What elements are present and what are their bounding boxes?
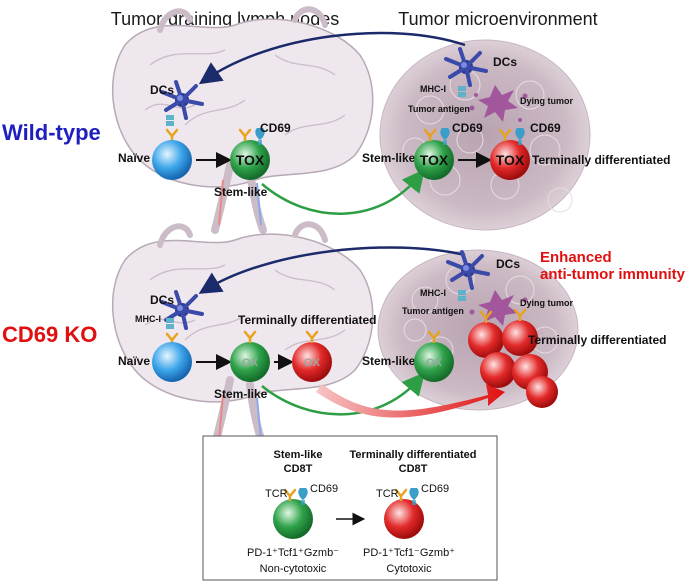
label-cd69-terminal-tumor-wildtype: CD69 — [530, 121, 561, 135]
tox-label-lymph-wildtype: TOX — [236, 152, 265, 168]
label-mhc-tumor-wildtype: MHC-I — [420, 84, 446, 94]
stem-cell-tumor-wildtype — [414, 140, 454, 180]
tox-faded-stem-lymph-ko: OX — [242, 357, 259, 369]
legend-tcr-label-left: TCR — [265, 488, 288, 500]
legend-stem-cell — [273, 499, 313, 539]
naive-cell-wildtype — [152, 140, 192, 180]
row-label-wildtype: Wild-type — [2, 120, 101, 145]
label-enhanced-line1: Enhanced — [540, 249, 612, 266]
legend-right-title-1: Terminally differentiated — [350, 449, 477, 461]
label-dcs-tumor-wildtype: DCs — [493, 55, 517, 69]
legend-terminal-cell — [384, 499, 424, 539]
legend-right-phenotype: PD-1⁺Tcf1⁻Gzmb⁺ — [363, 547, 455, 559]
migration-arrow-stem-wildtype — [261, 169, 425, 215]
legend-box — [202, 435, 498, 581]
migration-arrow-wildtype — [198, 31, 466, 85]
label-dying-tumor-ko: Dying tumor — [520, 298, 573, 308]
tox-faded-stem-tumor-ko: OX — [426, 357, 443, 369]
legend-right-type: Cytotoxic — [386, 563, 432, 575]
header-tumor-microenvironment: Tumor microenvironment — [398, 9, 597, 29]
row-label-ko: CD69 KO — [2, 322, 97, 347]
legend-left-title-2: CD8T — [284, 463, 313, 475]
lymph-node-ko — [113, 224, 373, 445]
terminal-cell-cluster-ko — [468, 308, 558, 408]
legend-left-phenotype: PD-1⁺Tcf1⁺Gzmb⁻ — [247, 547, 339, 559]
stem-cell-lymph-wildtype — [230, 140, 270, 180]
label-dcs-tumor-ko: DCs — [496, 257, 520, 271]
label-stem-like-lymph-ko: Stem-like — [214, 387, 268, 401]
tumor-mass-wildtype — [379, 39, 591, 231]
label-tumor-antigen-wildtype: Tumor antigen — [408, 104, 470, 114]
label-cd69-lymph-wildtype: CD69 — [260, 121, 291, 135]
naive-cell-ko — [152, 342, 192, 382]
tox-faded-terminal-lymph-ko: OX — [304, 357, 321, 369]
migration-arrow-ko — [198, 246, 466, 294]
label-terminal-tumor-wildtype: Terminally differentiated — [532, 153, 670, 167]
migration-arrow-stem-ko — [261, 372, 425, 416]
label-naive-ko: Naïve — [118, 354, 150, 368]
migration-arrow-terminal-ko — [316, 384, 505, 418]
label-terminal-tumor-ko: Terminally differentiated — [528, 333, 666, 347]
label-naive-wildtype: Naïve — [118, 151, 150, 165]
terminal-cell-cluster-2 — [502, 320, 538, 356]
dying-tumor-icon-wildtype — [469, 85, 528, 122]
tox-label-terminal-tumor-wildtype: TOX — [496, 152, 525, 168]
tox-label-stem-tumor-wildtype: TOX — [420, 152, 449, 168]
terminal-cell-cluster-1 — [468, 322, 504, 358]
terminal-cell-cluster-3 — [480, 352, 516, 388]
label-mhc-tumor-ko: MHC-I — [420, 288, 446, 298]
label-tumor-antigen-ko: Tumor antigen — [402, 306, 464, 316]
stem-cell-lymph-ko — [230, 342, 270, 382]
label-stem-like-lymph-wildtype: Stem-like — [214, 185, 268, 199]
label-cd69-stem-tumor-wildtype: CD69 — [452, 121, 483, 135]
legend-tcr-label-right: TCR — [376, 488, 399, 500]
label-dcs-lymph-ko: DCs — [150, 293, 174, 307]
legend-left-type: Non-cytotoxic — [260, 563, 327, 575]
legend-left-title-1: Stem-like — [274, 449, 323, 461]
label-stem-like-tumor-ko: Stem-like — [362, 354, 416, 368]
legend-right-title-2: CD8T — [399, 463, 428, 475]
label-stem-like-tumor-wildtype: Stem-like — [362, 151, 416, 165]
terminal-cell-tumor-wildtype — [490, 140, 530, 180]
label-terminal-lymph-ko: Terminally differentiated — [238, 313, 376, 327]
legend-cd69-label-left: CD69 — [310, 483, 338, 495]
legend-cd69-label-right: CD69 — [421, 483, 449, 495]
label-mhc-lymph-ko: MHC-I — [135, 314, 161, 324]
label-dying-tumor-wildtype: Dying tumor — [520, 96, 573, 106]
label-enhanced-line2: anti-tumor immunity — [540, 266, 686, 283]
stem-cell-tumor-ko — [414, 342, 454, 382]
terminal-cell-lymph-ko — [292, 342, 332, 382]
label-dcs-lymph-wildtype: DCs — [150, 83, 174, 97]
terminal-cell-cluster-5 — [526, 376, 558, 408]
